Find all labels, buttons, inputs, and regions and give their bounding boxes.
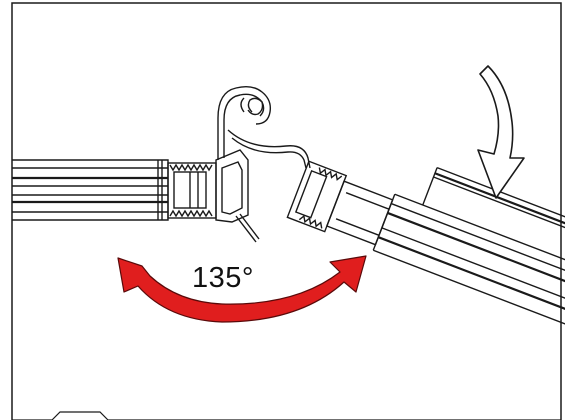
angle-label: 135° [192, 262, 254, 294]
left-profile [12, 159, 169, 221]
double-headed-curved-arrow-icon [117, 255, 367, 323]
curved-down-arrow-icon [477, 65, 525, 199]
right-profile [286, 160, 565, 341]
left-hinge-connector [167, 85, 311, 243]
